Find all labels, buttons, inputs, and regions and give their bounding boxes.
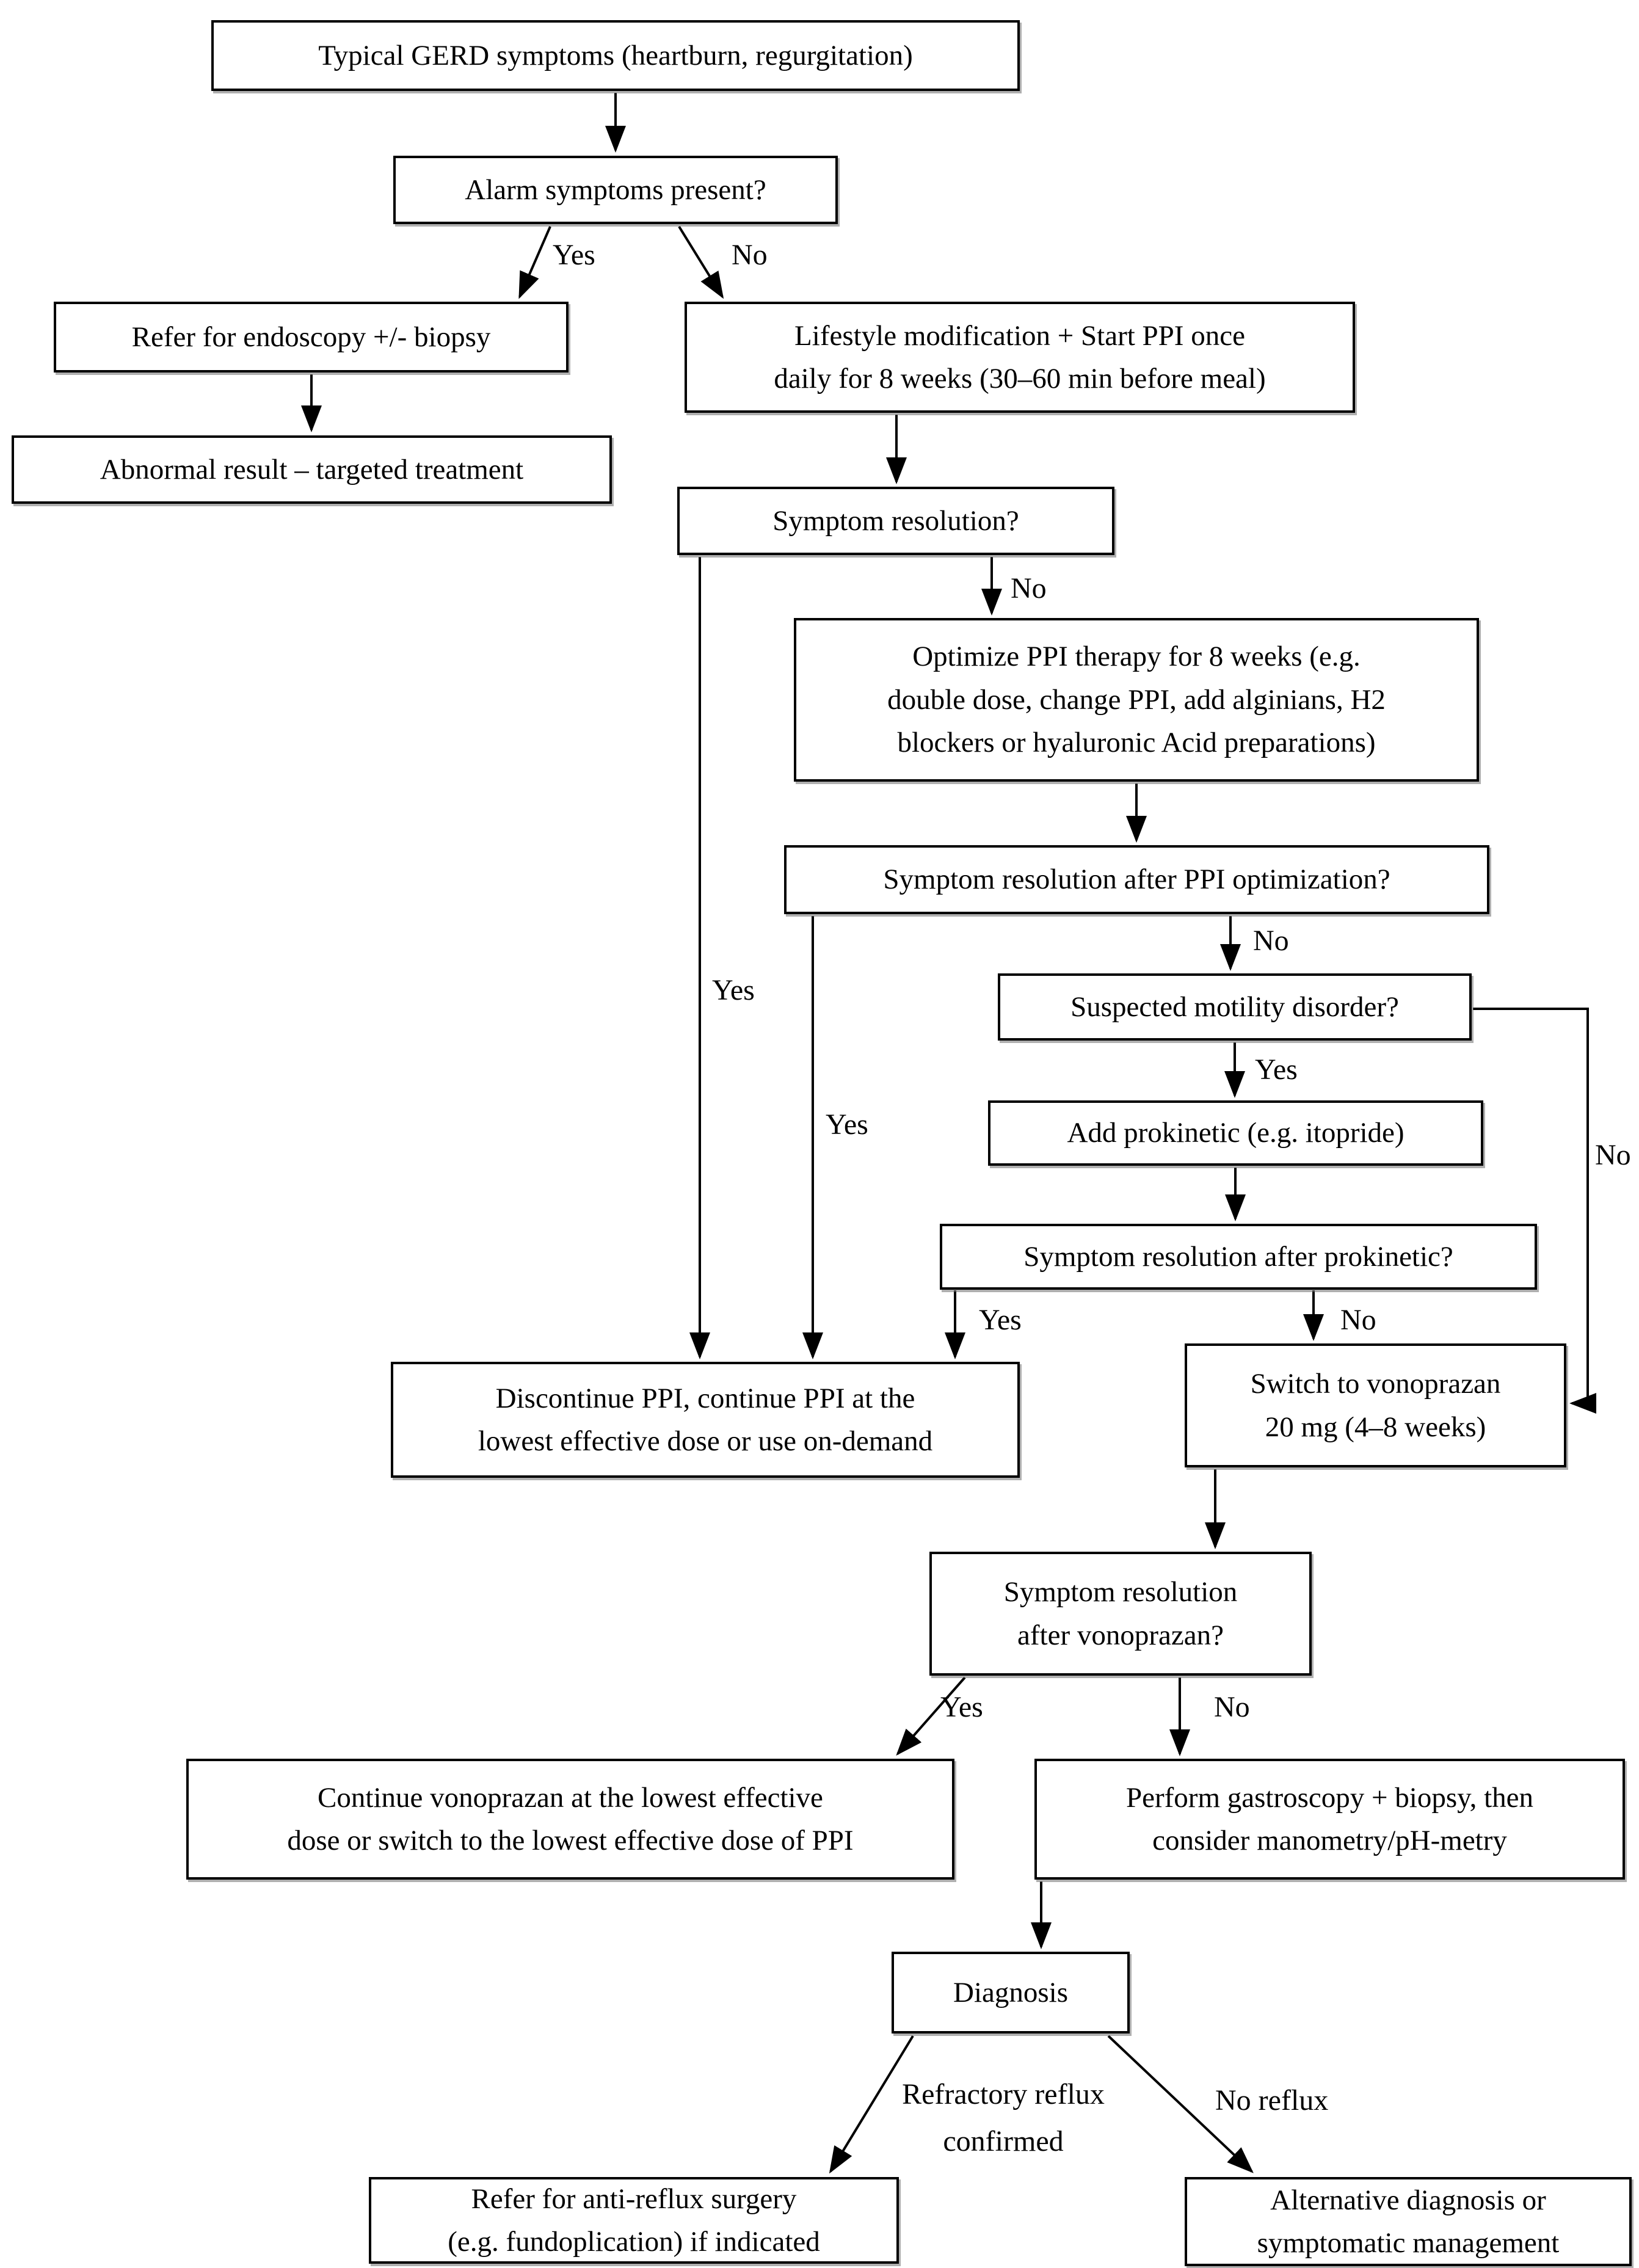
node-switch-vonoprazan: Switch to vonoprazan 20 mg (4–8 weeks) [1185,1343,1566,1467]
node-alarm-symptoms: Alarm symptoms present? [393,156,838,224]
node-text: Perform gastroscopy + biopsy, then consi… [1126,1781,1533,1857]
edge-alarm-yes-to-endoscopy [518,226,551,299]
node-typical-gerd-symptoms: Typical GERD symptoms (heartburn, regurg… [211,20,1020,91]
node-perform-gastroscopy: Perform gastroscopy + biopsy, then consi… [1034,1759,1625,1880]
edge-label-motility-yes: Yes [1255,1053,1298,1086]
edge-label-no-reflux: No reflux [1215,2084,1329,2117]
node-resolution-after-vonoprazan: Symptom resolution after vonoprazan? [929,1552,1312,1676]
edge-label-alarm-no: No [732,239,768,271]
node-text: Continue vonoprazan at the lowest effect… [287,1781,854,1857]
edge-label-motility-no: No [1595,1139,1631,1171]
node-text: Typical GERD symptoms (heartburn, regurg… [318,39,913,71]
node-text: Lifestyle modification + Start PPI once … [774,319,1266,395]
node-text: Refer for endoscopy +/- biopsy [131,321,491,353]
node-text: Add prokinetic (e.g. itopride) [1067,1117,1405,1149]
node-alternative-diagnosis: Alternative diagnosis or symptomatic man… [1185,2177,1632,2266]
node-optimize-ppi: Optimize PPI therapy for 8 weeks (e.g. d… [794,618,1479,782]
edge-diagnosis-noreflux-to-alternative [1107,2035,1254,2173]
edge-label-ppiopt-yes: Yes [826,1108,868,1141]
edge-label-vonoprazan-no: No [1214,1691,1250,1723]
node-text: Discontinue PPI, continue PPI at the low… [478,1382,933,1458]
edge-motility-no-to-switch [1473,1008,1596,1414]
node-refer-endoscopy: Refer for endoscopy +/- biopsy [54,302,569,373]
edge-label-alarm-yes: Yes [553,239,595,271]
edge-alarm-no-to-lifestyle [678,225,724,299]
node-text: Symptom resolution after prokinetic? [1023,1240,1453,1273]
node-suspected-motility-disorder: Suspected motility disorder? [998,973,1472,1041]
node-symptom-resolution: Symptom resolution? [677,487,1114,555]
edge-label-prokinetic-no: No [1340,1304,1376,1336]
node-text: Symptom resolution after PPI optimizatio… [883,863,1390,896]
node-text: Refer for anti-reflux surgery (e.g. fund… [448,2183,820,2258]
node-abnormal-result: Abnormal result – targeted treatment [12,435,612,504]
edge-label-ppiopt-no: No [1253,925,1289,957]
edge-label-sympres-yes: Yes [712,974,755,1006]
edge-label-vonoprazan-yes: Yes [940,1691,983,1723]
node-antireflux-surgery: Refer for anti-reflux surgery (e.g. fund… [369,2177,899,2264]
edge-label-prokinetic-yes: Yes [979,1304,1022,1336]
node-text: Symptom resolution? [772,504,1019,537]
node-discontinue-ppi: Discontinue PPI, continue PPI at the low… [391,1362,1020,1478]
node-lifestyle-ppi: Lifestyle modification + Start PPI once … [685,302,1355,413]
node-text: Diagnosis [953,1976,1068,2008]
node-diagnosis: Diagnosis [892,1952,1130,2034]
node-text: Abnormal result – targeted treatment [100,453,524,485]
node-text: Symptom resolution after vonoprazan? [1003,1576,1238,1651]
edge-resvono-yes-to-continue [896,1676,966,1756]
node-add-prokinetic: Add prokinetic (e.g. itopride) [988,1100,1483,1166]
edge-diagnosis-refractory-to-surgery [829,2035,914,2174]
node-text: Suspected motility disorder? [1070,990,1399,1023]
node-text: Alternative diagnosis or symptomatic man… [1257,2184,1560,2259]
node-resolution-after-prokinetic: Symptom resolution after prokinetic? [940,1224,1537,1290]
edge-label-refractory-reflux: Refractory reflux confirmed [902,2078,1105,2157]
node-text: Optimize PPI therapy for 8 weeks (e.g. d… [887,641,1386,759]
node-continue-vonoprazan: Continue vonoprazan at the lowest effect… [186,1759,954,1880]
node-resolution-after-ppi-optimization: Symptom resolution after PPI optimizatio… [784,845,1489,914]
node-text: Alarm symptoms present? [465,173,766,206]
node-text: Switch to vonoprazan 20 mg (4–8 weeks) [1250,1368,1501,1443]
edge-label-sympres-no: No [1011,572,1047,605]
